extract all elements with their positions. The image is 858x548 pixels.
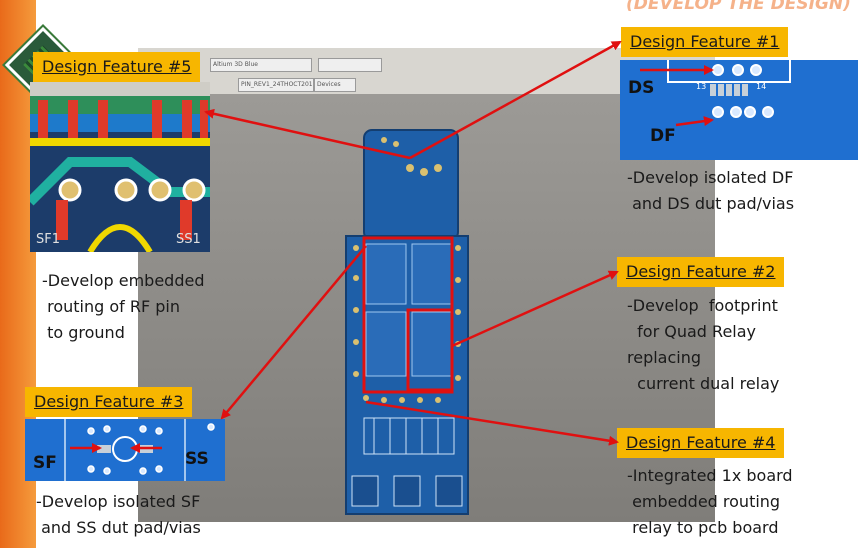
sf-label: SF: [33, 453, 57, 473]
design-feature-4-tag: Design Feature #4: [617, 428, 785, 458]
feature5-closeup-image: SF1 SS1: [30, 82, 210, 252]
feature3-closeup-image: SF SS: [25, 419, 225, 481]
devices-button[interactable]: Devices: [314, 78, 356, 92]
file-tab[interactable]: PIN_REV1_24THOCT2010.PcbLib: [238, 78, 314, 92]
df-label: DF: [650, 126, 676, 146]
feature-1-description: -Develop isolated DF and DS dut pad/vias: [627, 168, 795, 213]
feature-4-description: -Integrated 1x board embedded routing re…: [627, 466, 793, 537]
design-feature-1-tag: Design Feature #1: [621, 27, 789, 57]
pin-13-label: 13: [696, 82, 707, 91]
feature1-closeup-image: 13 14 DS DF: [620, 60, 858, 160]
layer-select[interactable]: Altium 3D Blue: [210, 58, 312, 72]
slide-title: (DEVELOP THE DESIGN): [626, 0, 851, 14]
ss1-label: SS1: [176, 232, 201, 247]
ss-label: SS: [185, 449, 209, 469]
sf1-label: SF1: [36, 232, 61, 247]
design-feature-2-tag: Design Feature #2: [617, 257, 785, 287]
design-feature-3-tag: Design Feature #3: [25, 387, 193, 417]
feature-3-description: -Develop isolated SF and SS dut pad/vias: [36, 492, 201, 537]
design-feature-5-tag: Design Feature #5: [33, 52, 201, 82]
toolbar-field[interactable]: [318, 58, 382, 72]
pcb-board-drawing: [345, 129, 469, 515]
ds-label: DS: [628, 78, 655, 98]
pin-14-label: 14: [756, 82, 767, 91]
feature-5-description: -Develop embedded routing of RF pin to g…: [42, 271, 205, 342]
